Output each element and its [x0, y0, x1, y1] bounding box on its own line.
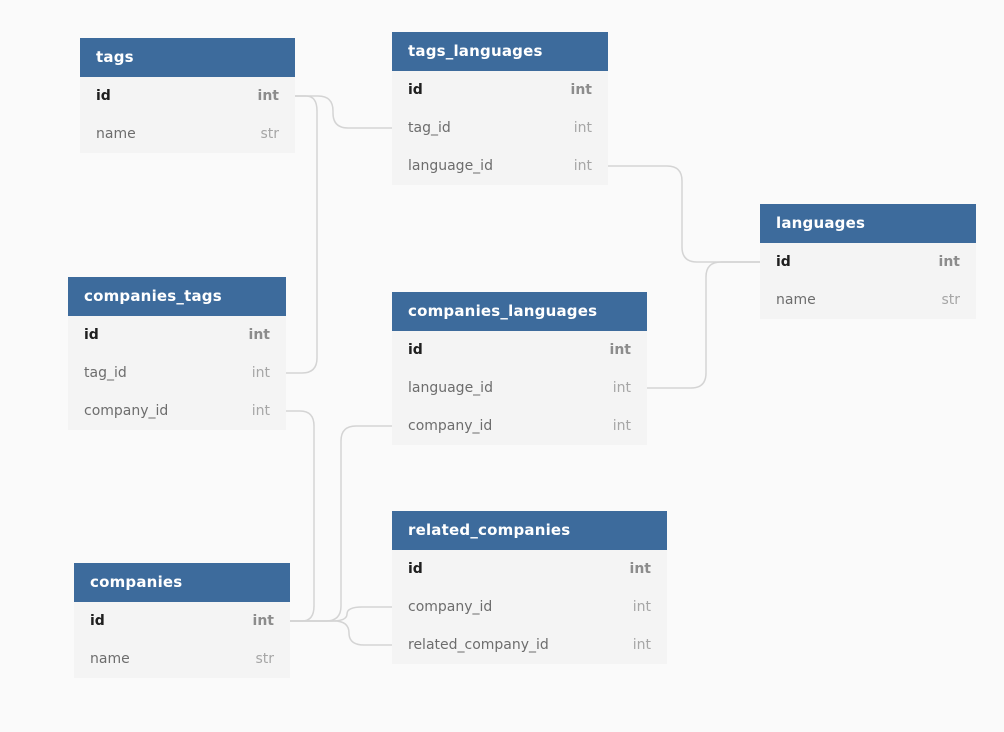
field-row-companies-name[interactable]: name str — [74, 640, 290, 678]
field-row-companies_languages-id[interactable]: id int — [392, 331, 647, 369]
table-header-languages[interactable]: languages — [760, 204, 976, 243]
field-name: id — [96, 88, 111, 104]
field-row-languages-id[interactable]: id int — [760, 243, 976, 281]
connector-companies_languages.language_id-to-languages.id — [647, 261, 760, 389]
field-name: tag_id — [84, 365, 127, 381]
field-name: language_id — [408, 380, 493, 396]
field-row-tags_languages-tag_id[interactable]: tag_id int — [392, 109, 608, 147]
field-row-tags-id[interactable]: id int — [80, 77, 295, 115]
field-row-languages-name[interactable]: name str — [760, 281, 976, 319]
field-row-companies_languages-language_id[interactable]: language_id int — [392, 369, 647, 407]
field-type: int — [629, 561, 651, 577]
connector-tags_languages.language_id-to-languages.id — [608, 165, 760, 263]
field-type: int — [251, 365, 270, 381]
field-type: int — [257, 88, 279, 104]
field-type: str — [255, 651, 274, 667]
field-row-related_companies-id[interactable]: id int — [392, 550, 667, 588]
table-header-companies_languages[interactable]: companies_languages — [392, 292, 647, 331]
field-row-companies-id[interactable]: id int — [74, 602, 290, 640]
field-name: company_id — [84, 403, 169, 419]
field-name: id — [84, 327, 99, 343]
field-name: id — [408, 82, 423, 98]
table-languages[interactable]: languages id int name str — [760, 204, 976, 319]
field-name: name — [96, 126, 136, 142]
connector-companies.id-to-companies_tags.company_id — [286, 410, 315, 622]
table-tags[interactable]: tags id int name str — [80, 38, 295, 153]
field-name: related_company_id — [408, 637, 549, 653]
field-type: int — [632, 599, 651, 615]
field-type: int — [251, 403, 270, 419]
field-type: int — [573, 120, 592, 136]
field-name: id — [408, 561, 423, 577]
field-row-companies_languages-company_id[interactable]: company_id int — [392, 407, 647, 445]
field-name: id — [776, 254, 791, 270]
field-type: str — [941, 292, 960, 308]
table-header-tags_languages[interactable]: tags_languages — [392, 32, 608, 71]
field-row-tags-name[interactable]: name str — [80, 115, 295, 153]
table-companies[interactable]: companies id int name str — [74, 563, 290, 678]
field-type: int — [570, 82, 592, 98]
field-type: int — [573, 158, 592, 174]
field-row-related_companies-company_id[interactable]: company_id int — [392, 588, 667, 626]
table-body-companies: id int name str — [74, 602, 290, 678]
field-row-companies_tags-id[interactable]: id int — [68, 316, 286, 354]
table-body-tags: id int name str — [80, 77, 295, 153]
field-name: tag_id — [408, 120, 451, 136]
table-header-companies_tags[interactable]: companies_tags — [68, 277, 286, 316]
field-row-tags_languages-language_id[interactable]: language_id int — [392, 147, 608, 185]
field-type: int — [609, 342, 631, 358]
field-name: id — [90, 613, 105, 629]
field-row-companies_tags-company_id[interactable]: company_id int — [68, 392, 286, 430]
connector-tags.id-to-tags_languages.tag_id — [295, 95, 392, 129]
field-type: int — [632, 637, 651, 653]
field-type: str — [260, 126, 279, 142]
field-name: name — [90, 651, 130, 667]
field-name: name — [776, 292, 816, 308]
field-type: int — [612, 380, 631, 396]
field-name: language_id — [408, 158, 493, 174]
field-name: id — [408, 342, 423, 358]
field-type: int — [938, 254, 960, 270]
field-name: company_id — [408, 599, 493, 615]
connector-tags.id-to-companies_tags.tag_id — [286, 95, 318, 374]
field-row-companies_tags-tag_id[interactable]: tag_id int — [68, 354, 286, 392]
field-type: int — [612, 418, 631, 434]
field-row-related_companies-related_company_id[interactable]: related_company_id int — [392, 626, 667, 664]
field-row-tags_languages-id[interactable]: id int — [392, 71, 608, 109]
field-type: int — [248, 327, 270, 343]
table-header-related_companies[interactable]: related_companies — [392, 511, 667, 550]
connector-companies.id-to-companies_languages.company_id — [290, 425, 392, 622]
field-name: company_id — [408, 418, 493, 434]
table-header-companies[interactable]: companies — [74, 563, 290, 602]
table-header-tags[interactable]: tags — [80, 38, 295, 77]
table-body-languages: id int name str — [760, 243, 976, 319]
field-type: int — [252, 613, 274, 629]
connector-companies.id-to-related_companies.related_company_id — [290, 620, 392, 646]
